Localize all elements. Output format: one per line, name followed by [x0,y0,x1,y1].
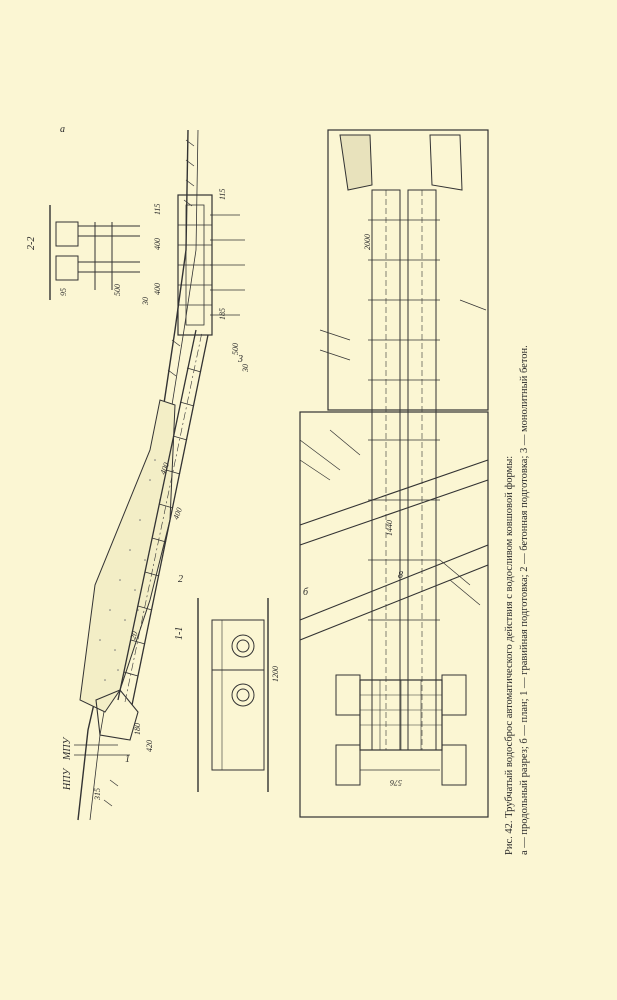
dim-420: 420 [145,740,154,752]
plan-view [299,129,489,818]
embankment-band-2 [299,479,489,546]
label-marker-8: 8 [398,570,403,581]
plan-frame-bottom [299,411,489,818]
embankment-band-3 [299,544,489,621]
dim-315: 315 [93,788,102,801]
dim-400-a: 400 [153,238,162,250]
label-marker-2: 2 [178,574,183,585]
section-2-2 [49,205,140,300]
dim-500-b: 500 [231,343,240,355]
figure-caption: Рис. 42. Трубчатый водосброс автоматичес… [504,345,530,855]
piles [210,214,245,316]
label-part-b: б [303,587,309,598]
dim-400-d: 400 [171,506,184,520]
dim-20: 20 [128,630,139,641]
apron-right-1 [441,674,467,716]
dim-115-a: 115 [153,204,162,215]
outlet-wingwall-right [429,134,463,191]
caption-legend: а — продольный разрез; б — план; 1 — гра… [519,345,530,855]
dim-30-a: 30 [141,297,150,306]
embankment-band-4 [299,564,489,641]
dim-500-a: 500 [113,284,122,296]
section-1-1 [197,598,269,792]
label-marker-3: 3 [237,354,243,365]
label-part-a: а [60,124,65,135]
dim-185: 185 [218,308,227,320]
dim-400-b: 400 [153,283,162,295]
inlet-grid [360,680,442,750]
dim-576: 576 [390,778,402,787]
apron-right-2 [441,744,467,786]
dim-2000: 2000 [363,234,372,250]
apron-left-1 [335,674,361,716]
conduit-joints [123,367,202,677]
conduit-bottom [131,334,209,706]
label-section-1-1: 1-1 [174,627,185,640]
dim-400-c: 400 [158,461,171,475]
outlet-ribs [178,224,212,306]
caption-title: Рис. 42. Трубчатый водосброс автоматичес… [504,456,515,855]
outlet-wingwall-left [339,134,373,191]
longitudinal-section [74,129,245,821]
conduit-axis [124,331,203,703]
apron-left-2 [335,744,361,786]
conduit-ties [368,219,440,621]
label-mpu: МПУ [62,736,73,761]
dim-30-b: 30 [241,364,250,373]
slope-hatching [103,139,195,807]
dim-115-b: 115 [218,189,227,200]
dim-1200: 1200 [271,666,280,682]
dim-1440: 1440 [385,520,394,536]
embankment-band-1 [299,459,489,526]
conduit-top [117,329,197,701]
dim-180: 180 [133,723,142,735]
plan-hatching [299,299,487,606]
dam-body [79,399,176,713]
label-section-2-2: 2-2 [26,237,37,250]
label-npu: НПУ [62,768,73,791]
label-marker-1: 1 [125,754,130,765]
inlet-structure [95,689,139,741]
dim-95: 95 [59,288,68,296]
